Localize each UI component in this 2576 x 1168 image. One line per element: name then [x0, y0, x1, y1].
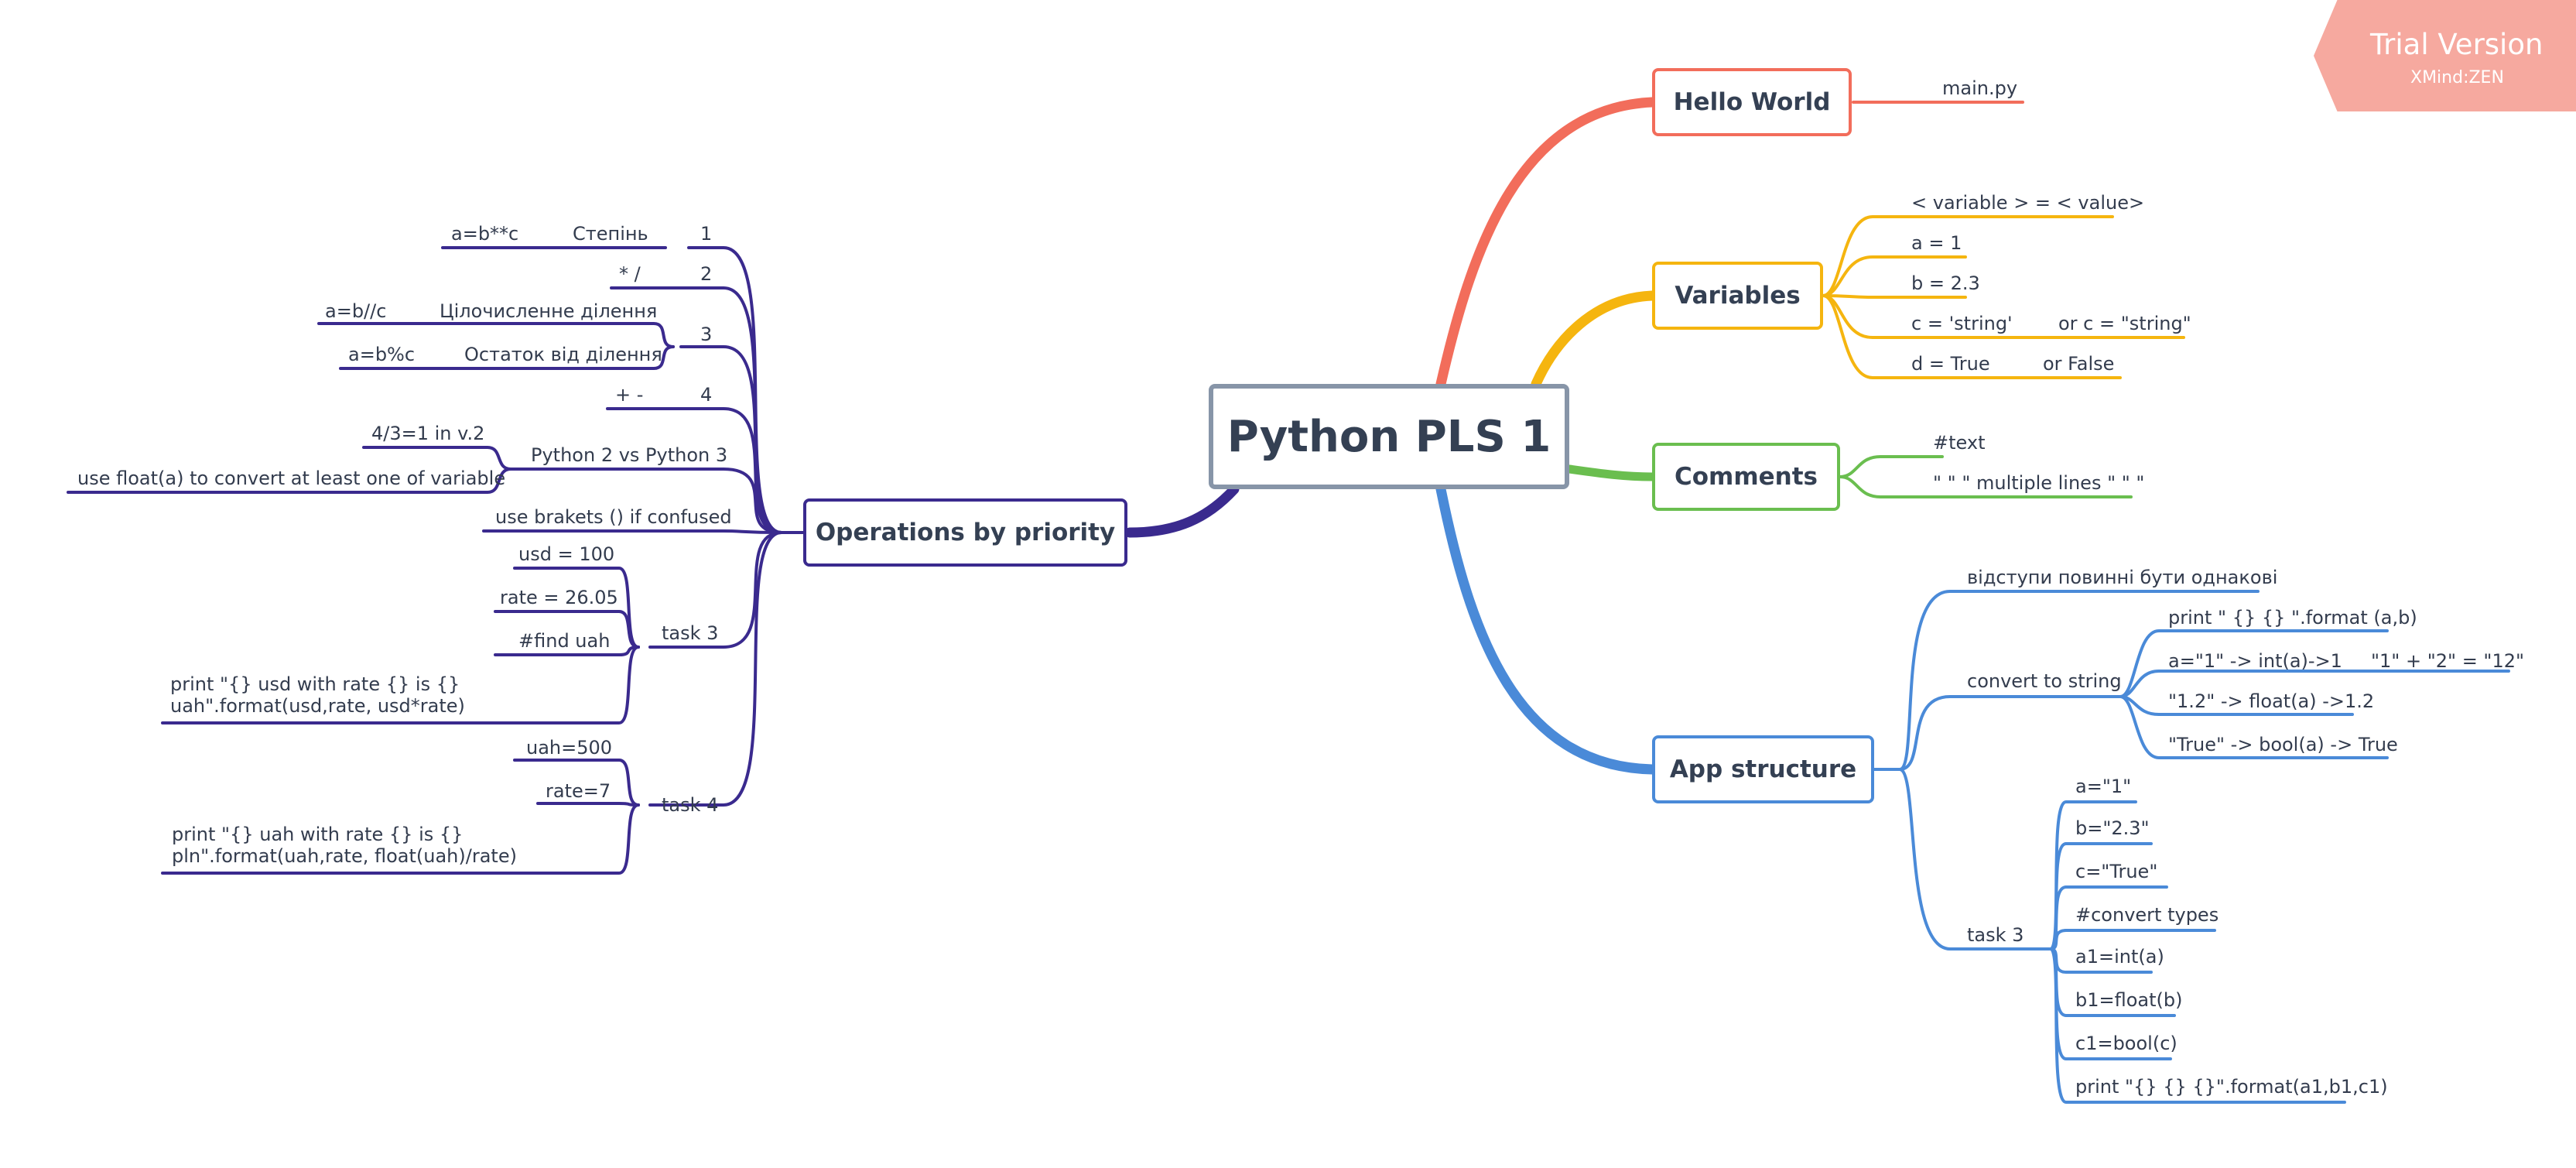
- comments-links: [1839, 455, 2133, 498]
- subtopic-integer-division-example[interactable]: a=b//c: [325, 300, 387, 322]
- subtopic-uah[interactable]: uah=500: [526, 737, 613, 759]
- subtopic-b-equals-2-3[interactable]: b = 2.3: [1911, 272, 1980, 294]
- subtopic-modulo-example[interactable]: a=b%c: [348, 344, 416, 365]
- subtopic-task3-c1[interactable]: c1=bool(c): [2075, 1033, 2177, 1054]
- app-structure-links: [1873, 590, 2510, 1104]
- subtopic-int-conversion[interactable]: a="1" -> int(a)->1: [2168, 650, 2342, 672]
- subtopic-app-task-3[interactable]: task 3: [1967, 924, 2024, 946]
- subtopic-integer-division[interactable]: Цілочисленне ділення: [440, 300, 658, 322]
- subtopic-convert-to-string[interactable]: convert to string: [1967, 670, 2122, 692]
- subtopic-task3-b[interactable]: b="2.3": [2075, 817, 2150, 839]
- subtopic-task3-print[interactable]: print "{} {} {}".format(a1,b1,c1): [2075, 1076, 2388, 1098]
- subtopic-rate[interactable]: rate = 26.05: [500, 587, 618, 608]
- subtopic-bool-conversion[interactable]: "True" -> bool(a) -> True: [2168, 734, 2398, 755]
- branch-comments: [1565, 464, 1657, 481]
- subtopic-task3-c[interactable]: c="True": [2075, 861, 2158, 882]
- subtopic-int-division-v2[interactable]: 4/3=1 in v.2: [371, 423, 485, 444]
- subtopic-priority-2[interactable]: 2: [700, 263, 713, 285]
- subtopic-c-string[interactable]: c = 'string': [1911, 313, 2013, 334]
- topic-hello-world[interactable]: Hello World: [1652, 68, 1852, 136]
- subtopic-print-usd[interactable]: print "{} usd with rate {} is {} uah".fo…: [170, 673, 465, 717]
- topic-operations-by-priority[interactable]: Operations by priority: [803, 498, 1127, 567]
- subtopic-variable-syntax[interactable]: < variable > = < value>: [1911, 192, 2145, 214]
- subtopic-power-example[interactable]: a=b**c: [451, 223, 519, 245]
- subtopic-priority-3[interactable]: 3: [700, 324, 713, 345]
- subtopic-usd[interactable]: usd = 100: [518, 543, 615, 565]
- subtopic-python2-vs-3[interactable]: Python 2 vs Python 3: [531, 444, 728, 466]
- subtopic-string-concat[interactable]: "1" + "2" = "12": [2371, 650, 2525, 672]
- subtopic-rate-7[interactable]: rate=7: [546, 780, 611, 802]
- subtopic-c-string-alt[interactable]: or c = "string": [2058, 313, 2191, 334]
- subtopic-float-conversion[interactable]: "1.2" -> float(a) ->1.2: [2168, 690, 2375, 712]
- trial-title: Trial Version: [2370, 28, 2544, 61]
- subtopic-task3-a[interactable]: a="1": [2075, 776, 2132, 797]
- subtopic-ops-task-3[interactable]: task 3: [662, 622, 719, 644]
- topic-variables[interactable]: Variables: [1652, 262, 1823, 330]
- subtopic-use-brackets[interactable]: use brakets () if confused: [495, 506, 732, 528]
- central-topic[interactable]: Python PLS 1: [1209, 384, 1569, 489]
- subtopic-power-label[interactable]: Степінь: [573, 223, 648, 245]
- operations-links: [67, 246, 805, 875]
- subtopic-indent-note[interactable]: відступи повинні бути однакові: [1967, 567, 2278, 588]
- topic-app-structure[interactable]: App structure: [1652, 735, 1874, 803]
- branch-app-structure: [1435, 484, 1657, 775]
- subtopic-task3-b1[interactable]: b1=float(b): [2075, 989, 2183, 1011]
- subtopic-print-format[interactable]: print " {} {} ".format (a,b): [2168, 607, 2417, 629]
- branch-hello-world: [1435, 97, 1657, 389]
- subtopic-task3-convert-types[interactable]: #convert types: [2075, 904, 2219, 926]
- subtopic-add-sub[interactable]: + -: [615, 384, 644, 406]
- trial-subtitle: XMind:ZEN: [2410, 68, 2504, 87]
- topic-comments[interactable]: Comments: [1652, 443, 1840, 511]
- subtopic-priority-1[interactable]: 1: [700, 223, 713, 245]
- subtopic-d-true[interactable]: d = True: [1911, 353, 1990, 375]
- subtopic-find-uah[interactable]: #find uah: [518, 630, 611, 652]
- branch-variables: [1531, 290, 1657, 389]
- subtopic-modulo[interactable]: Остаток від ділення: [464, 344, 662, 365]
- subtopic-multiline-comment[interactable]: " " " multiple lines " " ": [1933, 472, 2145, 494]
- subtopic-main-py[interactable]: main.py: [1942, 77, 2018, 99]
- subtopic-ops-task-4[interactable]: task 4: [662, 794, 719, 816]
- subtopic-a-equals-1[interactable]: a = 1: [1911, 232, 1962, 254]
- subtopic-priority-4[interactable]: 4: [700, 384, 713, 406]
- subtopic-task3-a1[interactable]: a1=int(a): [2075, 946, 2164, 968]
- subtopic-use-float[interactable]: use float(a) to convert at least one of …: [77, 468, 506, 489]
- branch-operations: [1124, 484, 1240, 538]
- subtopic-hash-text[interactable]: #text: [1933, 432, 1986, 454]
- subtopic-print-uah[interactable]: print "{} uah with rate {} is {} pln".fo…: [172, 824, 517, 867]
- trial-watermark: [2314, 0, 2576, 111]
- subtopic-or-false[interactable]: or False: [2043, 353, 2115, 375]
- variables-links: [1822, 215, 2185, 379]
- subtopic-mul-div[interactable]: * /: [619, 263, 641, 285]
